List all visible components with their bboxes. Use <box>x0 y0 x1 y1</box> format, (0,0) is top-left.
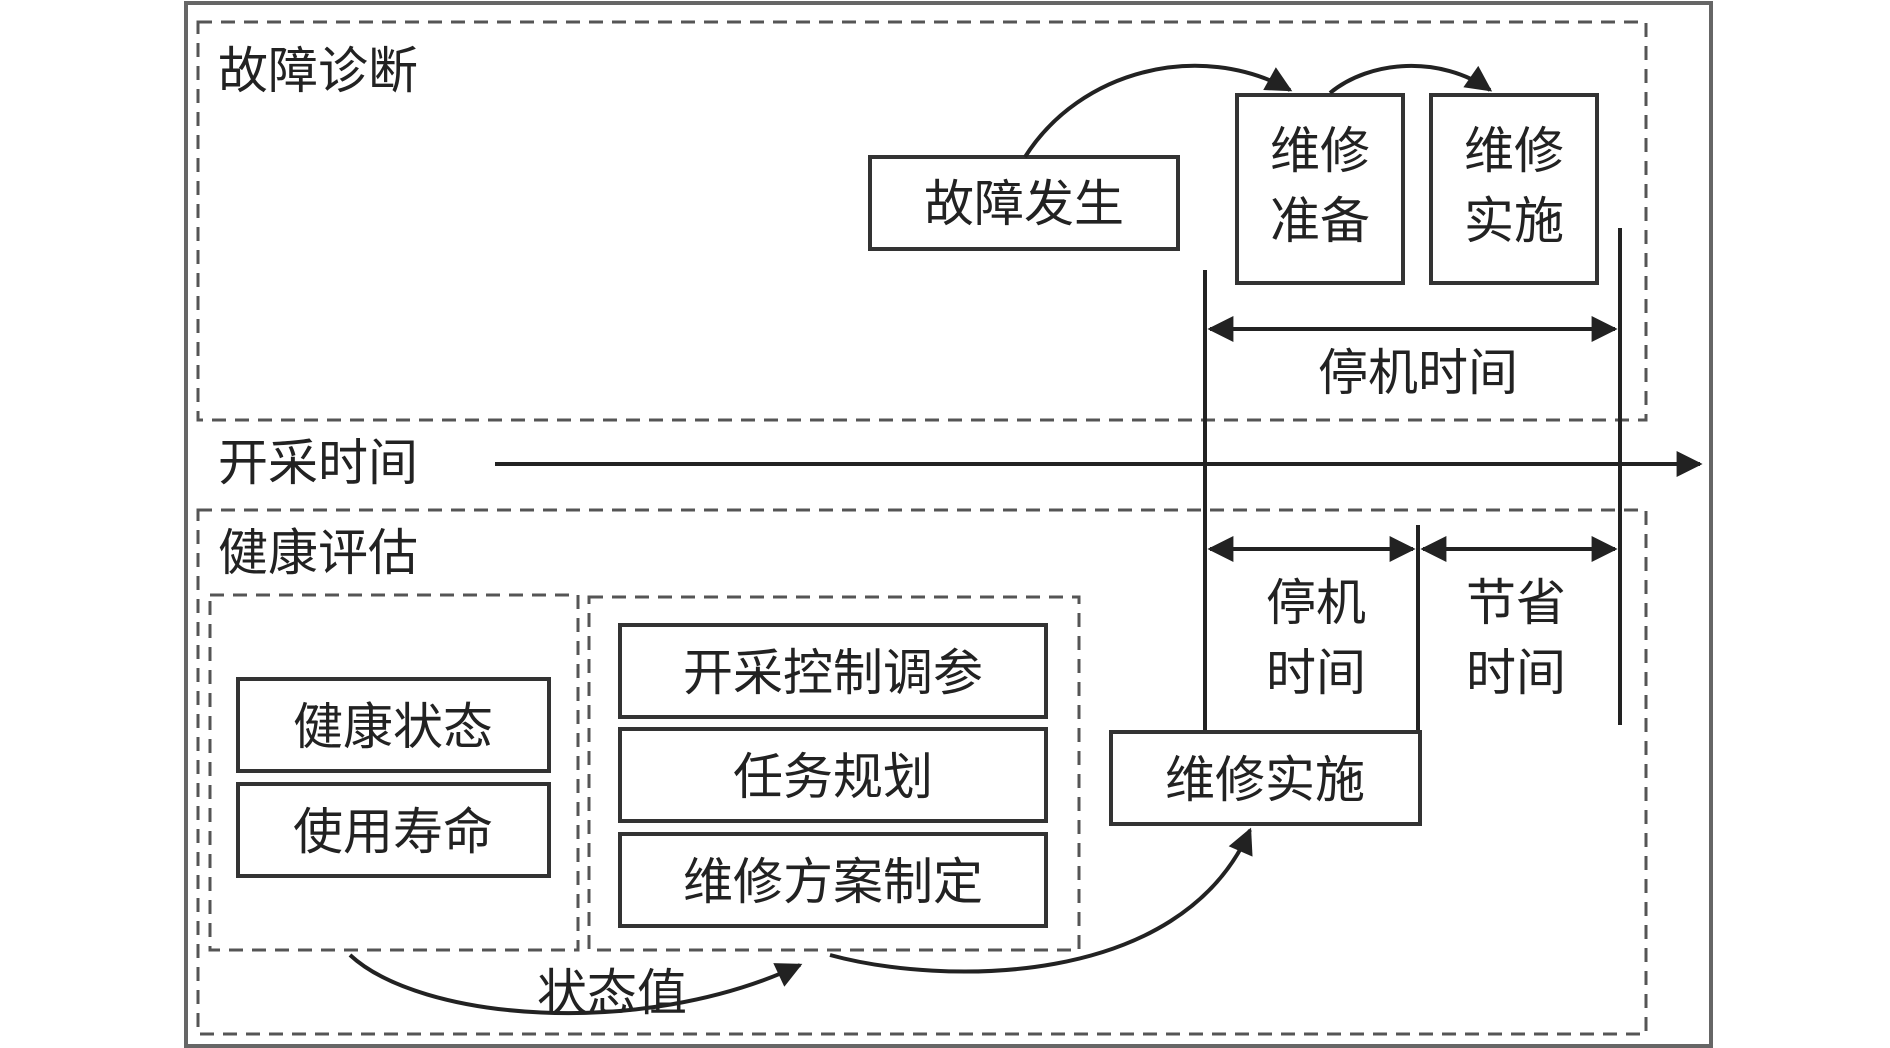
task-planning-label: 任务规划 <box>733 748 933 806</box>
health-state-label: 健康状态 <box>293 698 493 756</box>
service-life-label: 使用寿命 <box>293 803 493 861</box>
maintenance-impl-bottom-label: 维修实施 <box>1165 751 1365 809</box>
maintenance-prep-label-2: 准备 <box>1270 192 1370 250</box>
maintenance-impl-bottom-box <box>1109 730 1422 826</box>
arrow-prep-to-impl <box>1328 64 1493 95</box>
maintenance-impl-top-box <box>1429 93 1599 285</box>
downtime-bottom-label-1: 停机 <box>1266 574 1366 632</box>
planning-group-region <box>587 595 1081 952</box>
downtime-bottom-label-2: 时间 <box>1266 644 1366 702</box>
saved-time-label-2: 时间 <box>1466 644 1566 702</box>
maintenance-impl-top-label-1: 维修 <box>1464 122 1564 180</box>
arrow-fault-to-prep <box>1023 63 1293 159</box>
state-value-label: 状态值 <box>537 964 687 1022</box>
task-planning-box <box>618 727 1048 823</box>
downtime-top-label: 停机时间 <box>1318 344 1518 402</box>
fault-diagnosis-title: 故障诊断 <box>218 42 418 100</box>
outer-frame <box>184 1 1713 1048</box>
arrow-planning-to-impl <box>829 827 1253 974</box>
arrow-state-to-planning <box>348 953 803 1016</box>
maintenance-prep-box <box>1235 93 1405 285</box>
mining-time-label: 开采时间 <box>218 434 418 492</box>
maintenance-prep-label-1: 维修 <box>1270 122 1370 180</box>
saved-time-label-1: 节省 <box>1466 574 1566 632</box>
fault-diagnosis-region <box>196 20 1648 422</box>
health-assessment-region <box>196 508 1648 1036</box>
state-group-region <box>208 593 580 952</box>
health-assessment-title: 健康评估 <box>218 524 418 582</box>
mining-control-label: 开采控制调参 <box>683 644 983 702</box>
mining-control-box <box>618 623 1048 719</box>
maintenance-plan-label: 维修方案制定 <box>683 853 983 911</box>
fault-occurrence-box <box>868 155 1180 251</box>
fault-occurrence-label: 故障发生 <box>924 175 1124 233</box>
maintenance-plan-box <box>618 832 1048 928</box>
maintenance-impl-top-label-2: 实施 <box>1464 192 1564 250</box>
service-life-box <box>236 782 551 878</box>
health-state-box <box>236 677 551 773</box>
